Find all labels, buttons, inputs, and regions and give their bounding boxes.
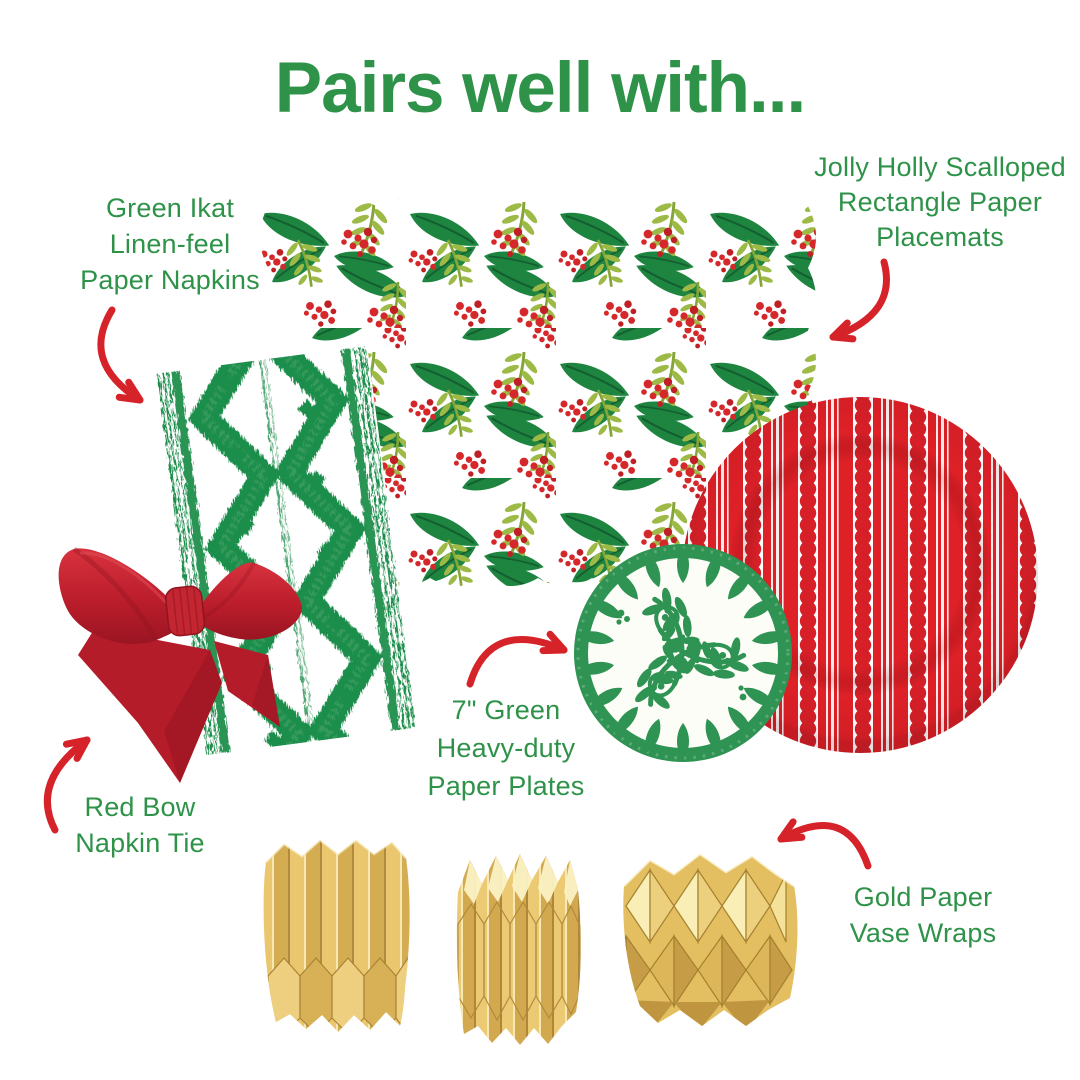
label-bow: Red Bow Napkin Tie <box>0 789 290 861</box>
gold-vase-wrap-pleated-graphic <box>263 840 410 1032</box>
red-bow-graphic <box>58 546 302 783</box>
curved-arrow-icon-bow <box>43 736 91 834</box>
green-plate-graphic <box>574 544 792 762</box>
label-line: Gold Paper <box>853 882 993 912</box>
curved-arrow-icon-placemats <box>829 258 890 343</box>
label-vases: Gold Paper Vase Wraps <box>773 879 1073 951</box>
product-image-vase-wrap-2 <box>450 848 584 1048</box>
product-image-vase-wrap-1 <box>258 832 414 1044</box>
product-image-vase-wrap-3 <box>614 844 804 1034</box>
label-line: Paper Napkins <box>80 265 260 295</box>
scalloped-placemat-shape <box>260 198 816 586</box>
label-line: Jolly Holly Scalloped <box>814 152 1066 182</box>
label-line: Linen-feel <box>109 229 231 259</box>
product-image-green-plate <box>570 540 796 766</box>
curved-arrow-icon-vases <box>777 818 872 870</box>
label-napkins: Green Ikat Linen-feel Paper Napkins <box>20 190 320 298</box>
page-title: Pairs well with... <box>274 49 806 128</box>
product-image-bow <box>46 533 316 795</box>
label-placemats: Jolly Holly Scalloped Rectangle Paper Pl… <box>790 150 1080 255</box>
label-line: Rectangle Paper <box>837 187 1043 217</box>
curved-arrow-icon-napkins <box>97 306 144 404</box>
label-line: Placemats <box>876 222 1004 252</box>
label-line: Red Bow <box>84 792 196 822</box>
curved-arrow-icon-plates <box>466 630 568 688</box>
label-line: Heavy-duty <box>436 733 576 763</box>
gold-vase-wrap-spiked-graphic <box>456 854 581 1045</box>
label-line: 7" Green <box>451 695 561 725</box>
label-line: Green Ikat <box>105 193 235 223</box>
label-plates: 7" Green Heavy-duty Paper Plates <box>356 691 656 805</box>
label-line: Vase Wraps <box>849 918 997 948</box>
holly-placemat-graphic <box>260 198 816 586</box>
label-line: Paper Plates <box>427 771 585 801</box>
label-line: Napkin Tie <box>75 828 205 858</box>
gold-vase-wrap-diamond-graphic <box>623 854 798 1026</box>
product-image-placemats <box>256 178 824 602</box>
